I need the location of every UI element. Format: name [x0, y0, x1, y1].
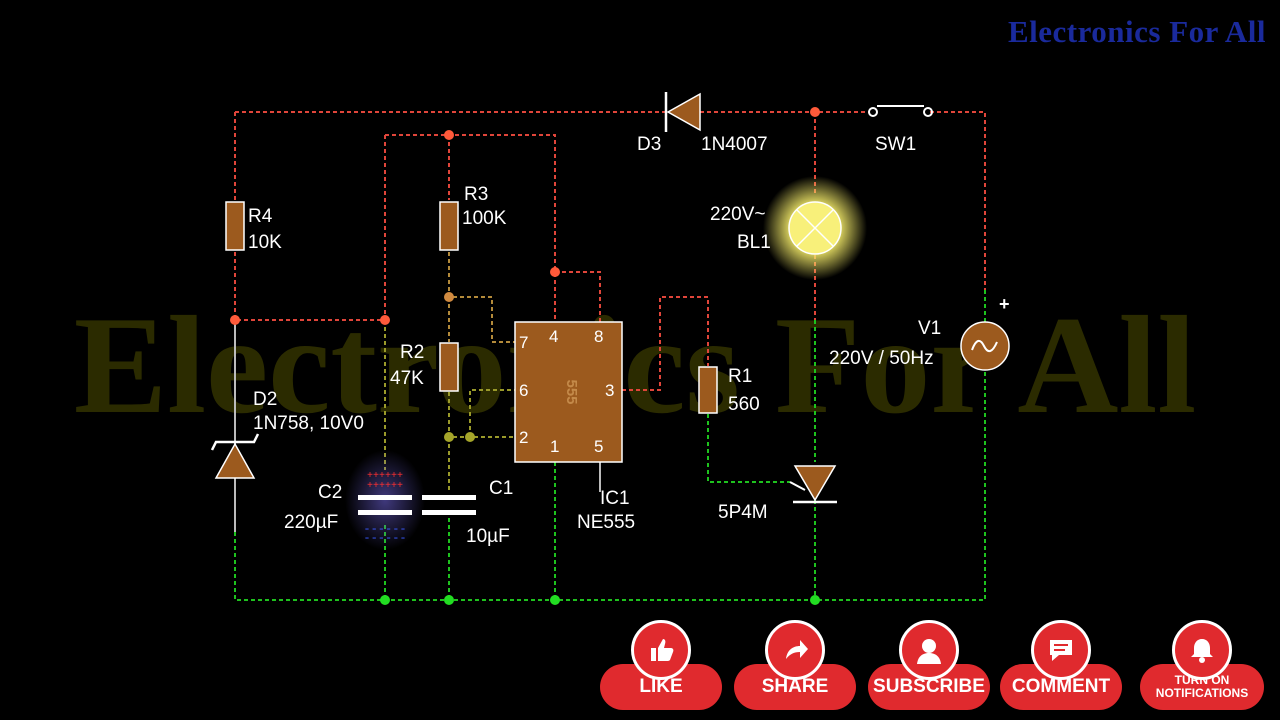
ic-pin-6: 6 — [519, 381, 528, 400]
capacitor-c1 — [422, 495, 476, 515]
d2-value: 1N758, 10V0 — [253, 413, 364, 434]
r4-ref: R4 — [248, 206, 273, 227]
brand-title: Electronics For All — [1007, 14, 1266, 49]
ic1-value: NE555 — [577, 512, 635, 533]
svg-text:------: ------ — [363, 531, 406, 545]
r3-ref: R3 — [464, 184, 488, 205]
diode-d3 — [664, 92, 701, 132]
wires-high — [234, 111, 986, 391]
scr-5p4m — [789, 465, 837, 504]
share-button[interactable]: SHARE — [734, 620, 856, 712]
r3-value: 100K — [462, 208, 507, 229]
bell-icon — [1172, 620, 1232, 680]
ic-pin-7: 7 — [519, 333, 528, 352]
r2-ref: R2 — [400, 342, 424, 363]
comment-label: COMMENT — [1000, 664, 1122, 710]
c2-ref: C2 — [318, 482, 342, 503]
c1-value: 10µF — [466, 526, 510, 547]
ic-pin-3: 3 — [605, 381, 614, 400]
subscribe-button[interactable]: SUBSCRIBE — [868, 620, 990, 712]
r1-value: 560 — [728, 394, 760, 415]
r4-value: 10K — [248, 232, 282, 253]
ic-pin-1: 1 — [550, 437, 559, 456]
bl1-ref: BL1 — [737, 232, 771, 253]
like-label: LIKE — [600, 664, 722, 710]
d3-ref: D3 — [637, 134, 661, 155]
comment-button[interactable]: COMMENT — [1000, 620, 1122, 712]
resistor-r2 — [439, 342, 459, 392]
wires-mid — [448, 252, 515, 343]
ic1-ref: IC1 — [600, 488, 630, 509]
junctions — [230, 107, 820, 605]
c2-value: 220µF — [284, 512, 338, 533]
svg-text:++++++: ++++++ — [367, 471, 403, 482]
ic-pin-5: 5 — [594, 437, 603, 456]
switch-sw1 — [868, 105, 933, 117]
ic-555 — [514, 321, 623, 463]
capacitor-c2: ++++++ ++++++ ------ ------ — [358, 471, 412, 545]
zener-d2 — [210, 433, 260, 479]
r2-value: 47K — [390, 368, 424, 389]
notifications-button[interactable]: TURN ON NOTIFICATIONS — [1140, 620, 1264, 712]
comment-bubble-icon — [1031, 620, 1091, 680]
svg-text:------: ------ — [363, 522, 406, 536]
ic-pin-4: 4 — [549, 327, 558, 346]
like-button[interactable]: LIKE — [600, 620, 722, 712]
svg-text:++++++: ++++++ — [367, 481, 403, 492]
r1-ref: R1 — [728, 366, 752, 387]
d3-value: 1N4007 — [701, 134, 768, 155]
ic-pin-8: 8 — [594, 327, 603, 346]
watermark: Electronics For All — [74, 288, 1196, 443]
bl1-value: 220V~ — [710, 204, 765, 225]
notifications-line-2: NOTIFICATIONS — [1155, 686, 1249, 700]
ac-source-v1 — [960, 321, 1010, 371]
user-icon — [899, 620, 959, 680]
v1-value: 220V / 50Hz — [829, 348, 934, 369]
ic-pin-2: 2 — [519, 428, 528, 447]
resistor-r3 — [439, 201, 459, 251]
v1-polarity: + — [999, 294, 1010, 314]
wires-low — [234, 290, 986, 601]
v1-ref: V1 — [918, 318, 941, 339]
share-arrow-icon — [765, 620, 825, 680]
d2-ref: D2 — [253, 389, 277, 410]
c1-ref: C1 — [489, 478, 513, 499]
subscribe-label: SUBSCRIBE — [868, 664, 990, 710]
lamp-bl1 — [788, 201, 842, 255]
resistor-r1 — [698, 366, 718, 414]
resistor-r4 — [225, 201, 245, 251]
ic-body-label: 555 — [563, 379, 580, 404]
scr-ref: 5P4M — [718, 502, 768, 523]
sw1-ref: SW1 — [875, 134, 916, 155]
thumbs-up-icon — [631, 620, 691, 680]
